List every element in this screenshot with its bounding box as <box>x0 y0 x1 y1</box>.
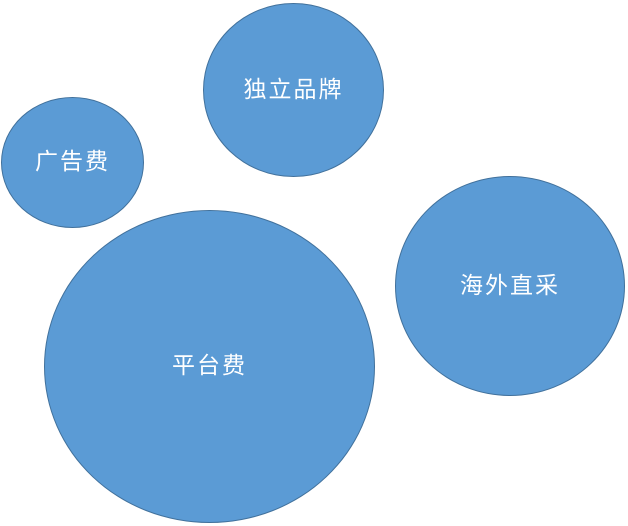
bubble-advertising-fee: 广告费 <box>1 97 144 228</box>
bubble-label: 广告费 <box>35 149 110 175</box>
bubble-label: 独立品牌 <box>243 76 344 103</box>
bubble-independent-brand: 独立品牌 <box>203 3 384 177</box>
bubble-platform-fee: 平台费 <box>44 210 375 523</box>
bubble-label: 海外直采 <box>460 272 560 299</box>
bubble-overseas-direct-purchase: 海外直采 <box>395 176 625 396</box>
bubble-label: 平台费 <box>172 353 247 379</box>
